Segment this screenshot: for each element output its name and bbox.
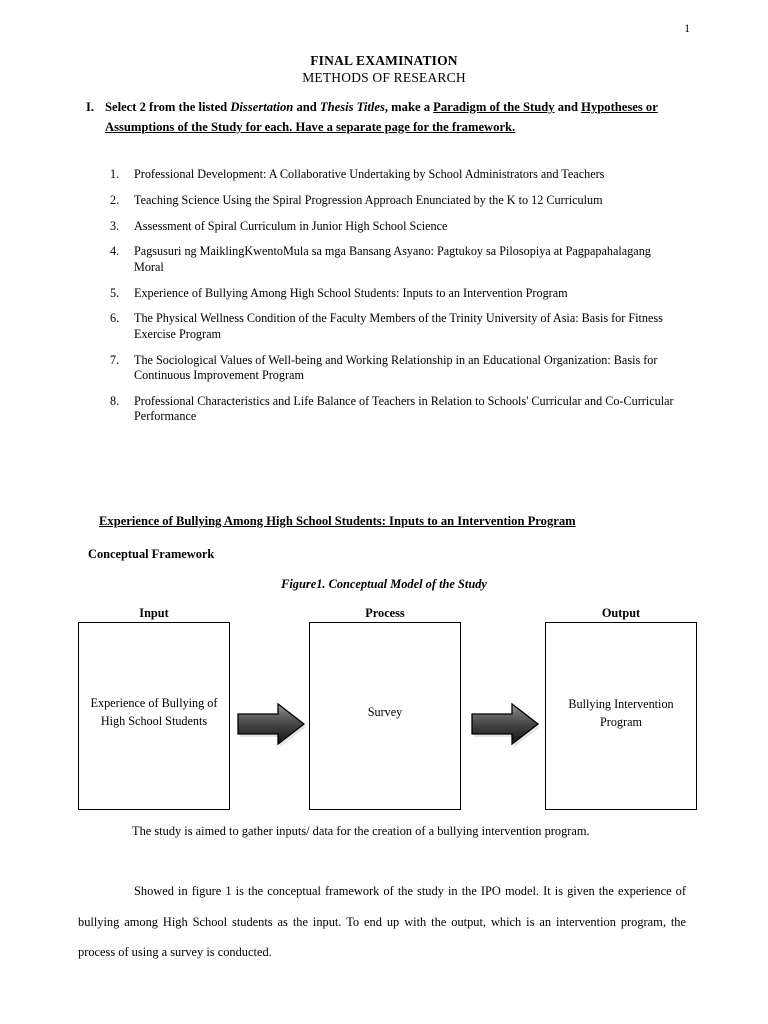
list-item: 1. Professional Development: A Collabora…	[110, 167, 680, 182]
list-item-label: Experience of Bullying Among High School…	[134, 285, 568, 300]
instruction-numeral: I.	[86, 100, 95, 114]
ipo-box-process-text: Survey	[367, 705, 403, 719]
list-item-label: Pagsusuri ng MaiklingKwentoMula sa mga B…	[134, 244, 651, 274]
instruction-part-1: Select 2 from the listed	[105, 100, 231, 114]
list-item: 2. Teaching Science Using the Spiral Pro…	[110, 193, 680, 208]
list-item-number: 4.	[110, 244, 120, 259]
ipo-column-label-process: Process	[365, 606, 405, 620]
ipo-box-process: Survey	[309, 622, 461, 810]
document-title: FINAL EXAMINATION	[310, 53, 458, 68]
ipo-box-input-text: Experience of Bullying of High School St…	[90, 696, 218, 728]
instruction-part-3: , make a	[384, 100, 434, 114]
instruction-text: Select 2 from the listed Dissertation an…	[105, 98, 682, 137]
ipo-column-label-input: Input	[139, 606, 169, 620]
selected-study-heading: Experience of Bullying Among High School…	[99, 514, 576, 528]
list-item-label: The Physical Wellness Condition of the F…	[134, 311, 663, 341]
document-subtitle: METHODS OF RESEARCH	[302, 70, 466, 85]
list-item: 6. The Physical Wellness Condition of th…	[110, 311, 680, 342]
instruction-underline-paradigm: Paradigm of the Study	[433, 100, 555, 114]
list-item-number: 3.	[110, 218, 120, 233]
list-item-label: Assessment of Spiral Curriculum in Junio…	[134, 218, 448, 233]
instruction-italic-thesis-titles: Thesis Titles	[319, 100, 385, 114]
list-item-label: Professional Development: A Collaborativ…	[134, 167, 605, 181]
figure-caption: Figure1. Conceptual Model of the Study	[281, 577, 487, 591]
ipo-box-input: Experience of Bullying of High School St…	[78, 622, 230, 810]
conceptual-framework-label: Conceptual Framework	[88, 547, 215, 561]
list-item: 8. Professional Characteristics and Life…	[110, 394, 680, 425]
instruction-part-4: and	[554, 100, 582, 114]
list-item: 3. Assessment of Spiral Curriculum in Ju…	[110, 219, 680, 234]
list-item: 5. Experience of Bullying Among High Sch…	[110, 286, 680, 301]
body-paragraph-1: The study is aimed to gather inputs/ dat…	[132, 824, 590, 838]
page-number: 1	[684, 23, 690, 35]
list-item-number: 8.	[110, 393, 120, 408]
arrow-right-icon	[236, 702, 308, 750]
list-item: 7. The Sociological Values of Well-being…	[110, 353, 680, 384]
list-item: 4. Pagsusuri ng MaiklingKwentoMula sa mg…	[110, 244, 680, 275]
list-item-number: 7.	[110, 352, 120, 367]
instruction-block: I. Select 2 from the listed Dissertation…	[86, 98, 682, 137]
instruction-italic-dissertation: Dissertation	[230, 100, 294, 114]
ipo-column-label-output: Output	[601, 606, 641, 620]
instruction-underline-hypotheses: Hypotheses or Assumptions of the Study f…	[105, 100, 658, 134]
list-item-number: 2.	[110, 192, 120, 207]
list-item-label: The Sociological Values of Well-being an…	[134, 352, 658, 382]
body-paragraph-2: Showed in figure 1 is the conceptual fra…	[78, 884, 686, 960]
ipo-box-output-text: Bullying Intervention Program	[568, 697, 674, 729]
ipo-box-output: Bullying Intervention Program	[545, 622, 697, 810]
thesis-titles-list: 1. Professional Development: A Collabora…	[110, 167, 680, 435]
arrow-right-icon	[470, 702, 542, 750]
list-item-label: Professional Characteristics and Life Ba…	[134, 393, 674, 424]
instruction-part-2: and	[293, 100, 320, 114]
list-item-number: 6.	[110, 311, 120, 326]
list-item-label: Teaching Science Using the Spiral Progre…	[134, 192, 603, 207]
list-item-number: 1.	[110, 167, 120, 181]
list-item-number: 5.	[110, 285, 120, 300]
